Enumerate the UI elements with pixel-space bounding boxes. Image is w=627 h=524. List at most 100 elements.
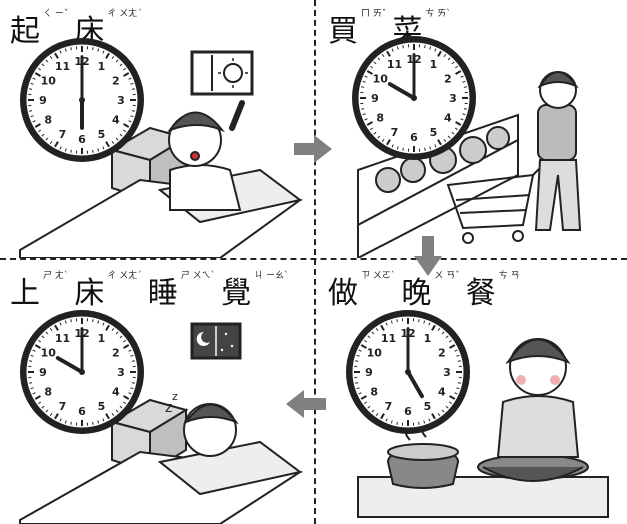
clock-tick bbox=[92, 421, 94, 425]
clock-tick bbox=[380, 413, 385, 420]
wake-up-illustration bbox=[19, 50, 303, 258]
clock-tick bbox=[448, 401, 452, 405]
clock-tick bbox=[38, 401, 42, 405]
clock-number: 1 bbox=[98, 332, 106, 345]
clock-tick bbox=[102, 322, 105, 326]
clock-tick bbox=[54, 52, 59, 59]
clock-tick bbox=[102, 418, 105, 422]
clock-tick bbox=[370, 127, 374, 131]
clock-tick bbox=[111, 56, 115, 60]
clock-tick bbox=[41, 63, 45, 67]
clock-center bbox=[411, 95, 417, 101]
clock-tick bbox=[449, 344, 456, 349]
clock-tick bbox=[54, 324, 59, 331]
clock-tick bbox=[59, 50, 62, 54]
clock-tick bbox=[32, 77, 36, 80]
clock-tick bbox=[434, 48, 437, 52]
wok bbox=[477, 454, 589, 482]
clock-tick bbox=[70, 47, 72, 51]
clock-tick bbox=[375, 328, 379, 332]
clock-tick bbox=[396, 146, 399, 150]
clock-tick bbox=[454, 349, 458, 352]
clock-tick bbox=[391, 144, 394, 148]
clock-tick bbox=[64, 48, 67, 52]
clock-tick bbox=[358, 392, 362, 395]
clock: 121234567891011 bbox=[20, 38, 144, 162]
cooking-pot bbox=[386, 422, 460, 489]
clock-number: 9 bbox=[365, 366, 373, 379]
clock-number: 11 bbox=[381, 332, 396, 345]
clock-tick bbox=[70, 319, 72, 323]
clock-tick bbox=[428, 322, 431, 326]
clock-number: 3 bbox=[117, 94, 125, 107]
woman-cooking bbox=[496, 338, 580, 458]
clock-tick bbox=[45, 137, 49, 141]
clock-tick bbox=[451, 131, 455, 135]
clock-number: 8 bbox=[370, 386, 378, 399]
clock-tick bbox=[381, 54, 385, 58]
clock-number: 6 bbox=[404, 405, 412, 418]
clock: 121234567891011 bbox=[20, 310, 144, 434]
clock-tick bbox=[122, 67, 126, 71]
clock-tick bbox=[429, 146, 432, 150]
clock-tick bbox=[456, 387, 460, 390]
clock-tick bbox=[29, 382, 33, 384]
clock-tick bbox=[390, 320, 393, 324]
arrow-down-icon bbox=[414, 236, 442, 276]
title-char: 覺 bbox=[221, 276, 252, 311]
clock-tick bbox=[115, 137, 119, 141]
clock-tick bbox=[64, 148, 67, 152]
clock-tick bbox=[429, 46, 432, 50]
clock-number: 7 bbox=[385, 400, 393, 413]
clock-tick bbox=[462, 80, 466, 83]
clock-tick bbox=[131, 382, 135, 384]
clock-tick bbox=[437, 139, 442, 146]
clock-tick bbox=[30, 387, 34, 390]
clock-tick bbox=[441, 331, 445, 335]
clock-tick bbox=[111, 328, 115, 332]
clock-tick bbox=[443, 138, 447, 142]
clock-tick bbox=[366, 70, 373, 75]
clock-tick bbox=[105, 324, 110, 331]
clock-number: 11 bbox=[55, 60, 70, 73]
clock-tick bbox=[377, 57, 381, 61]
clock-tick bbox=[59, 418, 62, 422]
clock-tick bbox=[396, 319, 398, 323]
clock-tick bbox=[375, 412, 379, 416]
clock-tick bbox=[34, 395, 41, 400]
clock-tick bbox=[128, 77, 132, 80]
hour-hand bbox=[55, 356, 84, 374]
clock-number: 10 bbox=[41, 347, 57, 360]
zhuyin: ㄐ ㄧㄠˋ bbox=[254, 271, 289, 281]
clock-number: 4 bbox=[438, 386, 446, 399]
clock-number: 7 bbox=[59, 128, 67, 141]
clock-tick bbox=[370, 65, 374, 69]
clock-tick bbox=[371, 331, 375, 335]
title-char: 睡 bbox=[147, 276, 178, 311]
clock-tick bbox=[123, 344, 130, 349]
clock-number: 11 bbox=[387, 58, 402, 71]
clock-tick bbox=[105, 141, 110, 148]
clock-tick bbox=[59, 322, 62, 326]
clock-center bbox=[79, 97, 85, 103]
clock-tick bbox=[130, 387, 134, 390]
clock-tick bbox=[367, 405, 371, 409]
clock-tick bbox=[396, 421, 398, 425]
clock-number: 3 bbox=[449, 92, 457, 105]
clock-tick bbox=[115, 331, 119, 335]
title-char: 晚 bbox=[401, 276, 432, 311]
clock-tick bbox=[111, 140, 115, 144]
clock-tick bbox=[123, 395, 130, 400]
clock-number: 8 bbox=[376, 112, 384, 125]
clock-tick bbox=[30, 354, 34, 357]
clock-tick bbox=[373, 131, 377, 135]
clock-tick bbox=[402, 147, 404, 151]
clock-tick bbox=[428, 418, 431, 422]
zhuyin: ㄕ ㄨㄟˋ bbox=[180, 271, 216, 281]
clock-tick bbox=[385, 322, 388, 326]
clock-tick bbox=[431, 324, 436, 331]
clock-tick bbox=[463, 108, 467, 110]
